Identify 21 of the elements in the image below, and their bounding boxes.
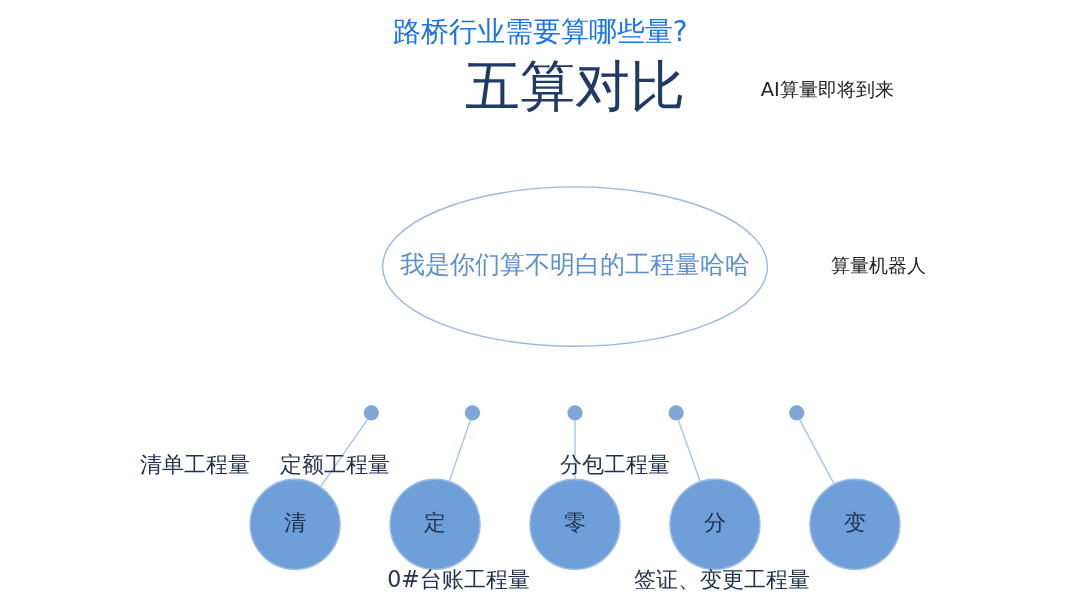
node-label: 定额工程量 — [280, 451, 391, 478]
node-circle — [668, 405, 684, 421]
node-ellipse: 我是你们算不明白的工程量哈哈 — [381, 186, 769, 347]
connector — [798, 418, 835, 485]
connector — [319, 418, 369, 488]
node-circle — [789, 405, 805, 421]
label: AI算量即将到来 — [760, 78, 894, 102]
connector — [448, 419, 472, 483]
node-label: 清单工程量 — [140, 451, 251, 478]
node-circle — [464, 405, 481, 421]
label: 五算对比 — [464, 54, 685, 119]
label: 算量机器人 — [830, 253, 926, 277]
connector — [574, 419, 576, 480]
diagram-title: 路桥行业需要算哪些量? — [392, 15, 688, 49]
node-circle: 变 — [809, 478, 901, 571]
node-circle: 清 — [249, 478, 341, 571]
node-label: 分包工程量 — [560, 451, 671, 478]
node-circle — [567, 405, 583, 421]
node-circle: 零 — [529, 478, 621, 571]
node-circle — [363, 405, 379, 421]
connector — [677, 419, 701, 483]
